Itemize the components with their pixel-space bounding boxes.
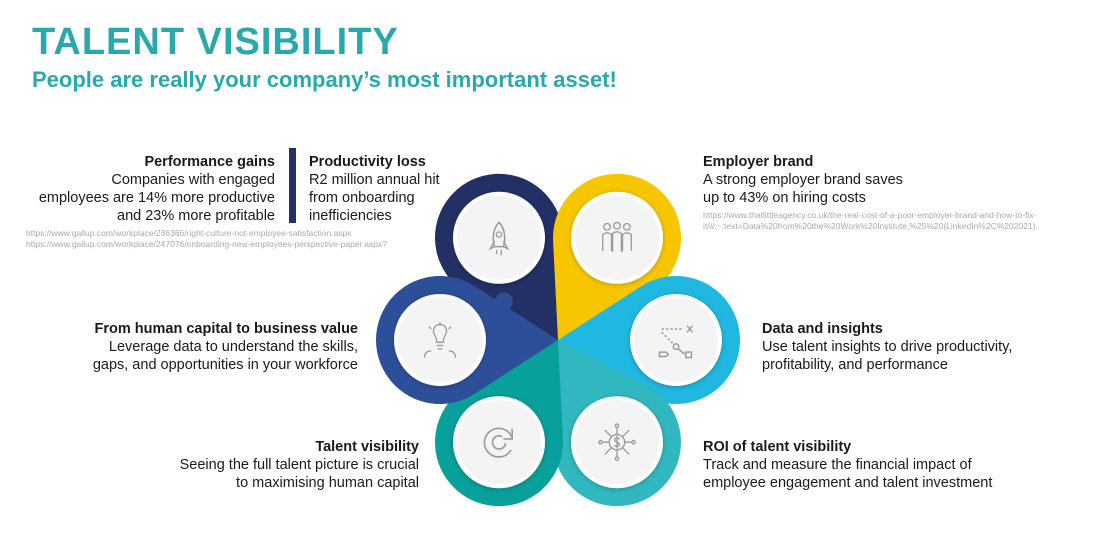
human-capital-line: gaps, and opportunities in your workforc…	[92, 357, 358, 373]
data-insights-line: Use talent insights to drive productivit…	[762, 339, 1013, 355]
petal-blue-icon-ring	[394, 294, 486, 386]
talent-visibility-heading: Talent visibility	[315, 439, 419, 455]
employer-brand-line: up to 43% on hiring costs	[703, 190, 866, 206]
source-link[interactable]: https://www.gallup.com/workplace/247076/…	[26, 239, 387, 249]
productivity-loss-line: R2 million annual hit	[309, 172, 440, 188]
performance-gains-line: Companies with engaged	[111, 172, 275, 188]
employer-brand-line: A strong employer brand saves	[703, 172, 903, 188]
performance-gains-block: Performance gains Companies with engaged…	[39, 153, 275, 225]
source-link[interactable]: https://www.gallup.com/workplace/236366/…	[26, 228, 352, 238]
petal-group	[375, 173, 741, 507]
source-link[interactable]: https://www.thatlittleagency.co.uk/the-r…	[703, 210, 1037, 220]
data-insights-line: profitability, and performance	[762, 357, 948, 373]
data-insights-block: Data and insights Use talent insights to…	[762, 320, 1012, 374]
productivity-accent-bar	[289, 148, 296, 223]
source-link[interactable]: it/#:~:text=Data%20from%20the%20Work%20I…	[703, 221, 1038, 231]
employer-brand-block: Employer brand A strong employer brand s…	[703, 153, 903, 207]
human-capital-heading: From human capital to business value	[94, 321, 358, 337]
employer-brand-heading: Employer brand	[703, 154, 814, 170]
employer-sources: https://www.thatlittleagency.co.uk/the-r…	[703, 210, 1038, 232]
productivity-loss-line: inefficiencies	[309, 208, 392, 224]
petal-navy-icon-ring	[453, 191, 545, 284]
roi-heading: ROI of talent visibility	[703, 439, 852, 455]
productivity-loss-line: from onboarding	[309, 190, 415, 206]
talent-visibility-line: to maximising human capital	[236, 475, 419, 491]
roi-block: ROI of talent visibility Track and measu…	[703, 438, 992, 492]
page-title: TALENT VISIBILITY	[32, 21, 399, 63]
human-capital-block: From human capital to business value Lev…	[93, 320, 358, 374]
talent-visibility-block: Talent visibility Seeing the full talent…	[180, 438, 419, 492]
petal-yellow-icon-ring	[571, 191, 663, 284]
performance-gains-line: employees are 14% more productive	[38, 190, 275, 206]
productivity-loss-block: Productivity loss R2 million annual hit …	[309, 153, 440, 225]
petal-sky-icon-ring	[630, 294, 722, 386]
talent-visibility-line: Seeing the full talent picture is crucia…	[179, 457, 419, 473]
productivity-loss-heading: Productivity loss	[309, 154, 426, 170]
roi-line: Track and measure the financial impact o…	[703, 457, 972, 473]
petal-green-icon-ring	[453, 396, 545, 489]
petal-blue-knob	[494, 292, 513, 311]
human-capital-line: Leverage data to understand the skills,	[108, 339, 358, 355]
page-subtitle: People are really your company’s most im…	[32, 67, 617, 92]
performance-gains-line: and 23% more profitable	[117, 208, 275, 224]
roi-line: employee engagement and talent investmen…	[703, 475, 993, 491]
data-insights-heading: Data and insights	[762, 321, 883, 337]
performance-gains-heading: Performance gains	[144, 154, 275, 170]
gallup-sources: https://www.gallup.com/workplace/236366/…	[26, 228, 387, 250]
